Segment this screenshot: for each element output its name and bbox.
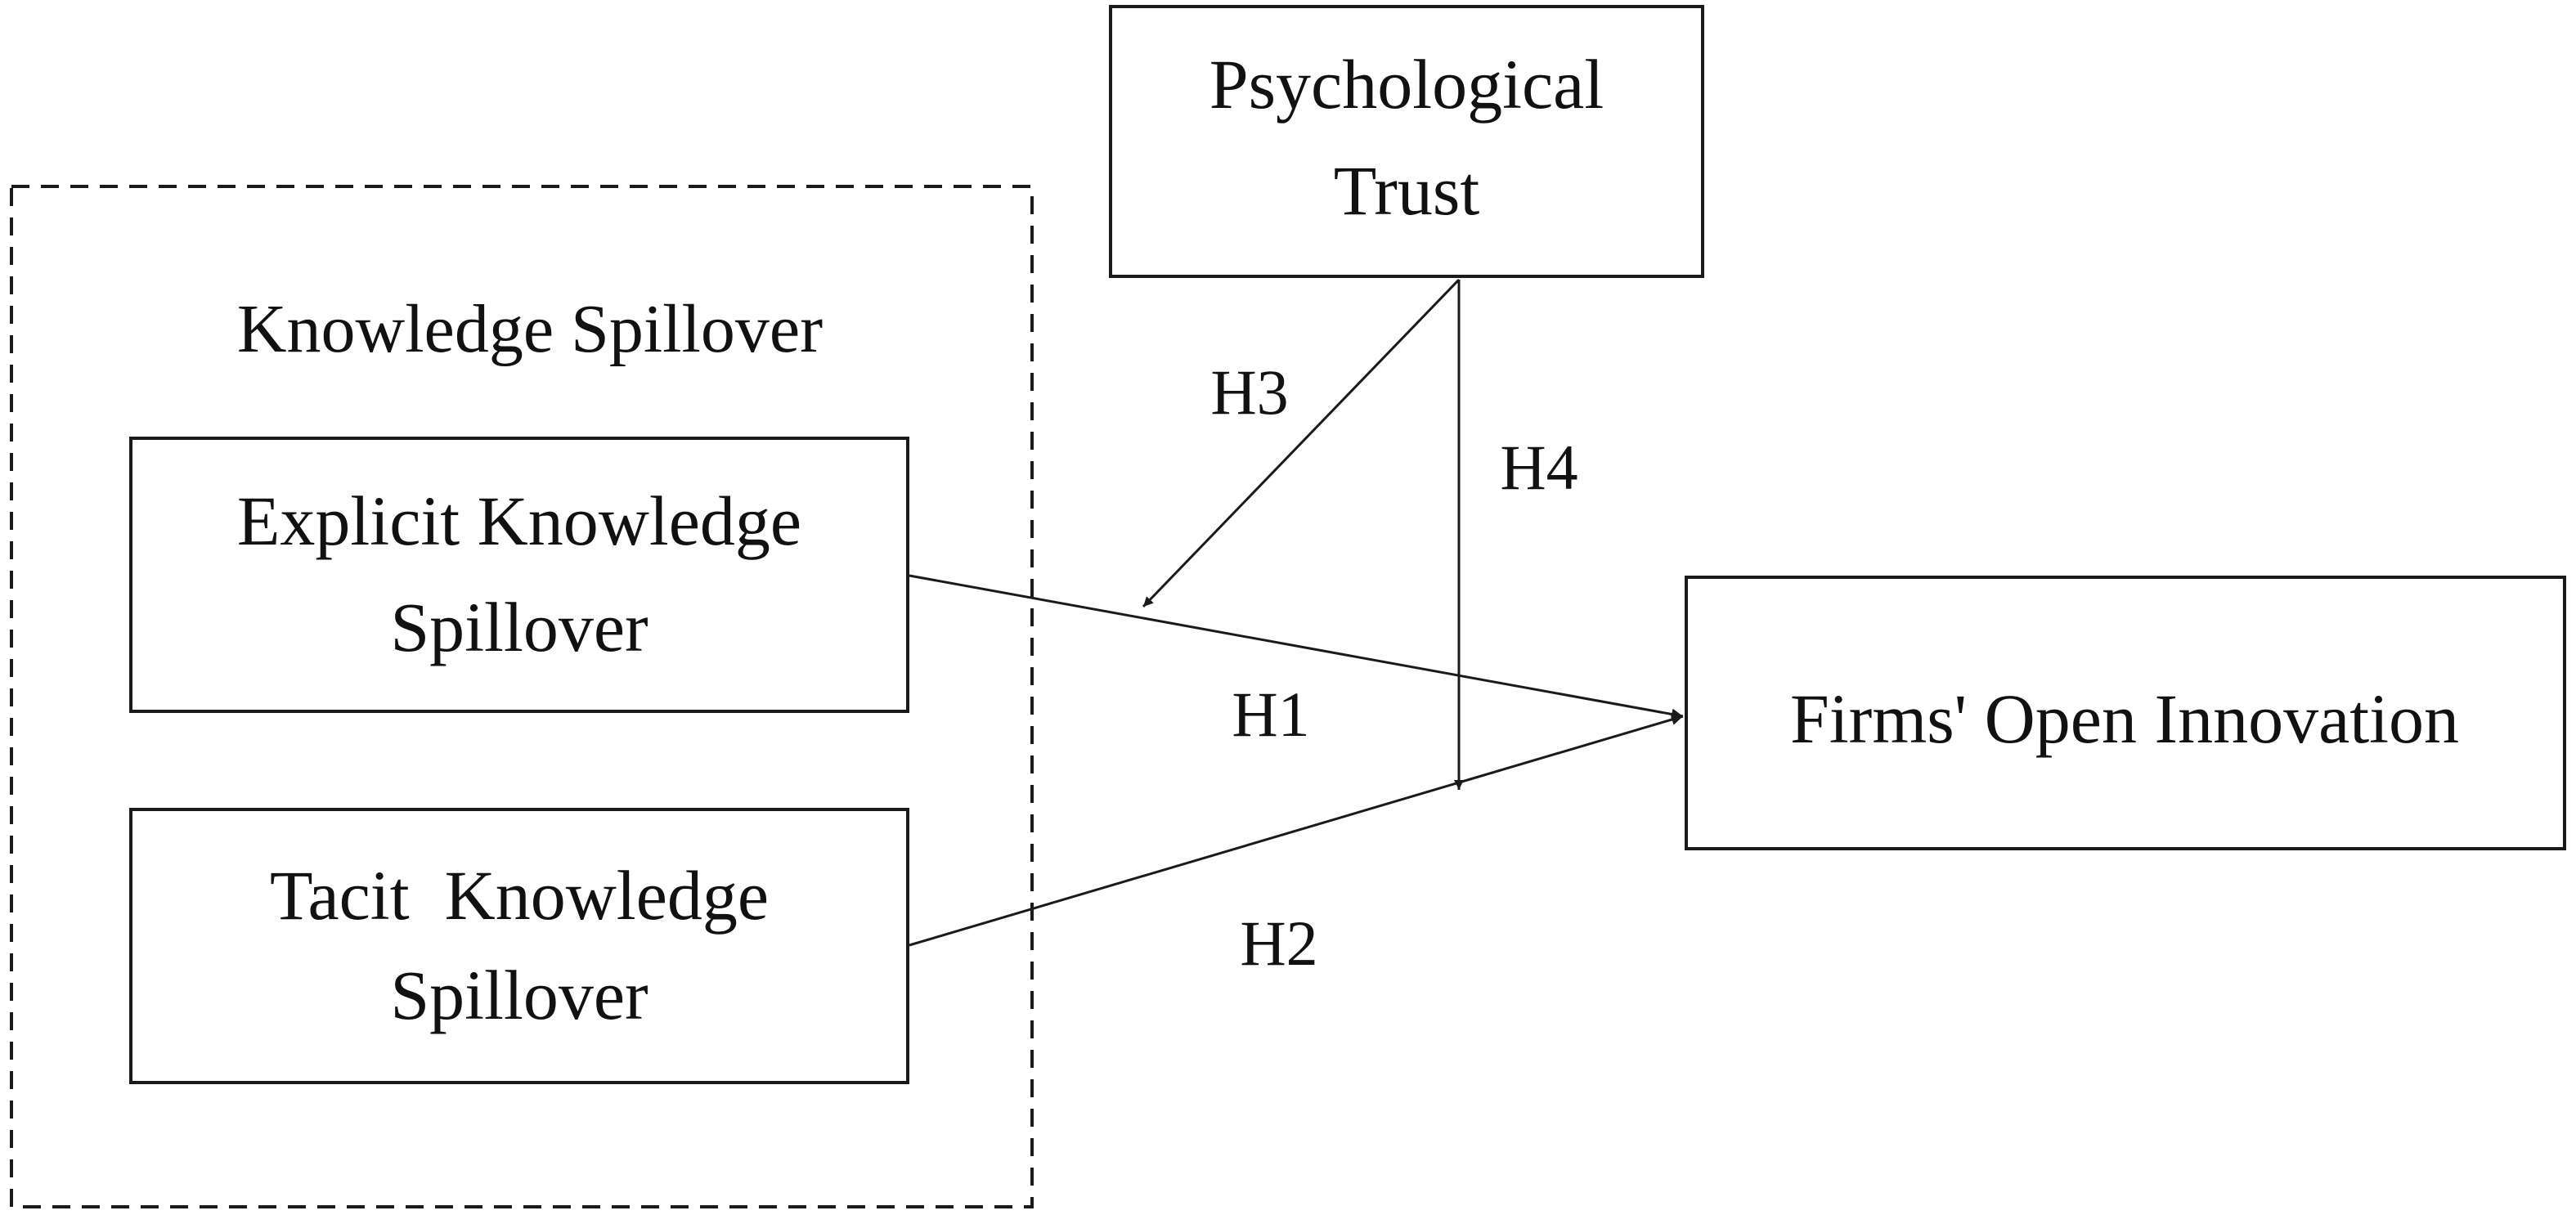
explicit-knowledge-spillover-label-line2: Spillover [390,588,648,666]
psychological-trust-box [1109,5,1704,278]
hypothesis-label-h3: H3 [1210,356,1288,428]
tacit-knowledge-spillover-box [129,808,909,1084]
firms-open-innovation-box [1685,576,2566,850]
knowledge-spillover-group: Knowledge Spillover [10,185,1034,1208]
hypothesis-label-h4: H4 [1500,432,1577,503]
psychological-trust-label-line2: Trust [1334,151,1480,230]
explicit-knowledge-spillover-label-line1: Explicit Knowledge [237,482,801,560]
hypothesis-label-h2: H2 [1240,908,1317,979]
tacit-knowledge-spillover-label-line1: Tacit Knowledge [270,856,769,935]
node-firms-open-innovation: Firms' Open Innovation [1685,576,2566,850]
node-tacit-knowledge-spillover: Tacit Knowledge Spillover [129,808,909,1084]
firms-open-innovation-label: Firms' Open Innovation [1790,679,2459,758]
hypothesis-label-h1: H1 [1232,679,1309,750]
tacit-knowledge-spillover-label-line2: Spillover [390,956,648,1034]
knowledge-spillover-group-border [10,185,1034,1208]
path-h3-trust-moderates-explicit [1142,278,1461,608]
explicit-knowledge-spillover-box [129,437,909,713]
knowledge-spillover-label: Knowledge Spillover [237,291,823,367]
path-h1-explicit-to-innovation [909,574,1684,720]
node-psychological-trust: Psychological Trust [1109,5,1704,278]
path-h2-tacit-to-innovation [909,714,1684,947]
psychological-trust-label-line1: Psychological [1209,45,1604,123]
node-explicit-knowledge-spillover: Explicit Knowledge Spillover [129,437,909,713]
